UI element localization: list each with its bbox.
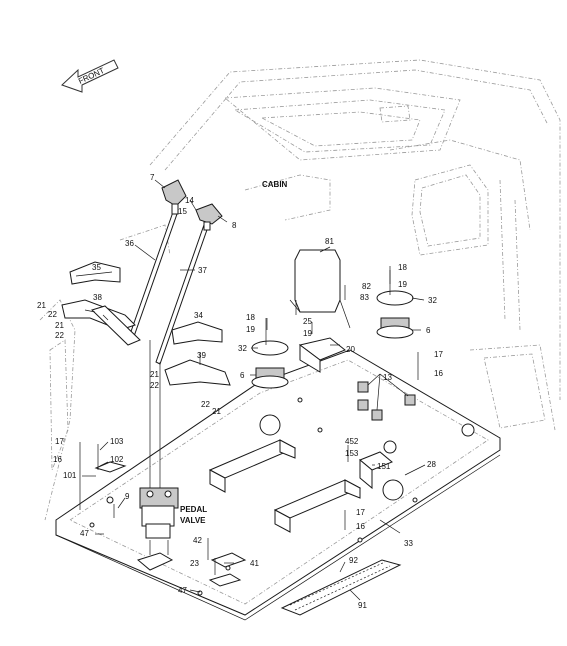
callout-35: 35 [92,263,101,272]
callout-14: 14 [185,196,194,205]
leader-lines [82,179,426,601]
front-label: FRONT [77,66,106,86]
callout-42: 42 [193,536,202,545]
callout-47a: 47 [80,529,89,538]
pedal-valve [136,487,179,571]
callout-37: 37 [198,266,207,275]
cabin-outline [39,59,561,521]
callout-21d: 21 [212,407,221,416]
callout-25: 25 [303,317,312,326]
front-arrow-icon: FRONT [61,59,119,93]
callout-92: 92 [349,556,358,565]
callout-102: 102 [110,455,124,464]
callout-18b: 18 [246,313,255,322]
floor-plate [55,349,501,621]
callout-23: 23 [190,559,199,568]
callout-7: 7 [150,173,155,182]
callout-17b: 17 [55,437,64,446]
callout-21a: 21 [37,301,46,310]
callout-21c: 21 [150,370,159,379]
callout-33: 33 [404,539,413,548]
bracket-20 [298,337,346,373]
pedal-38 [61,299,141,346]
callout-101: 101 [63,471,77,480]
callout-9: 9 [125,492,130,501]
callout-36: 36 [125,239,134,248]
callout-32a: 32 [428,296,437,305]
pedal-valve-label-2: VALVE [180,516,206,525]
pedal-34 [171,321,223,345]
callout-151: 151 [377,462,391,471]
floor-channel-rear [273,479,362,533]
floor-channel-front [208,439,297,493]
callout-103: 103 [110,437,124,446]
callout-38: 38 [93,293,102,302]
rubber-mounts-13 [357,381,416,421]
cabin-label: CABIN [262,180,288,189]
callout-15: 15 [178,207,187,216]
callout-22b: 22 [55,331,64,340]
callout-20: 20 [346,345,355,354]
callout-8: 8 [232,221,237,230]
callout-16b: 16 [53,455,62,464]
callout-17c: 17 [356,508,365,517]
callout-19c: 19 [303,329,312,338]
callout-22c: 22 [150,381,159,390]
callout-34: 34 [194,311,203,320]
callout-452: 452 [345,437,359,446]
callout-6a: 6 [426,326,431,335]
callout-28: 28 [427,460,436,469]
mount-right [376,270,414,339]
plate-41 [208,552,247,587]
callout-83: 83 [360,293,369,302]
plate-102 [94,461,127,473]
callout-32b: 32 [238,344,247,353]
callout-81: 81 [325,237,334,246]
callout-47b: 47 [178,586,187,595]
lever-8 [195,203,223,231]
callout-6b: 6 [240,371,245,380]
callout-17a: 17 [434,350,443,359]
callout-16c: 16 [356,522,365,531]
callout-16a: 16 [434,369,443,378]
pedal-39 [164,359,231,386]
callout-39: 39 [197,351,206,360]
lever-7 [161,179,187,215]
callout-13: 13 [383,373,392,382]
callout-91: 91 [358,601,367,610]
bracket-151 [359,451,393,490]
pedal-35 [69,261,121,285]
callout-82: 82 [362,282,371,291]
callout-21b: 21 [55,321,64,330]
callout-41: 41 [250,559,259,568]
callout-19a: 19 [398,280,407,289]
callout-19b: 19 [246,325,255,334]
callout-22d: 22 [201,400,210,409]
callout-22a: 22 [48,310,57,319]
callout-153: 153 [345,449,359,458]
seat-bracket-81 [289,249,351,329]
pedal-valve-label-1: PEDAL [180,505,207,514]
callout-18a: 18 [398,263,407,272]
bolts [79,266,419,575]
mount-left [251,318,289,389]
mat-91 [280,559,402,616]
